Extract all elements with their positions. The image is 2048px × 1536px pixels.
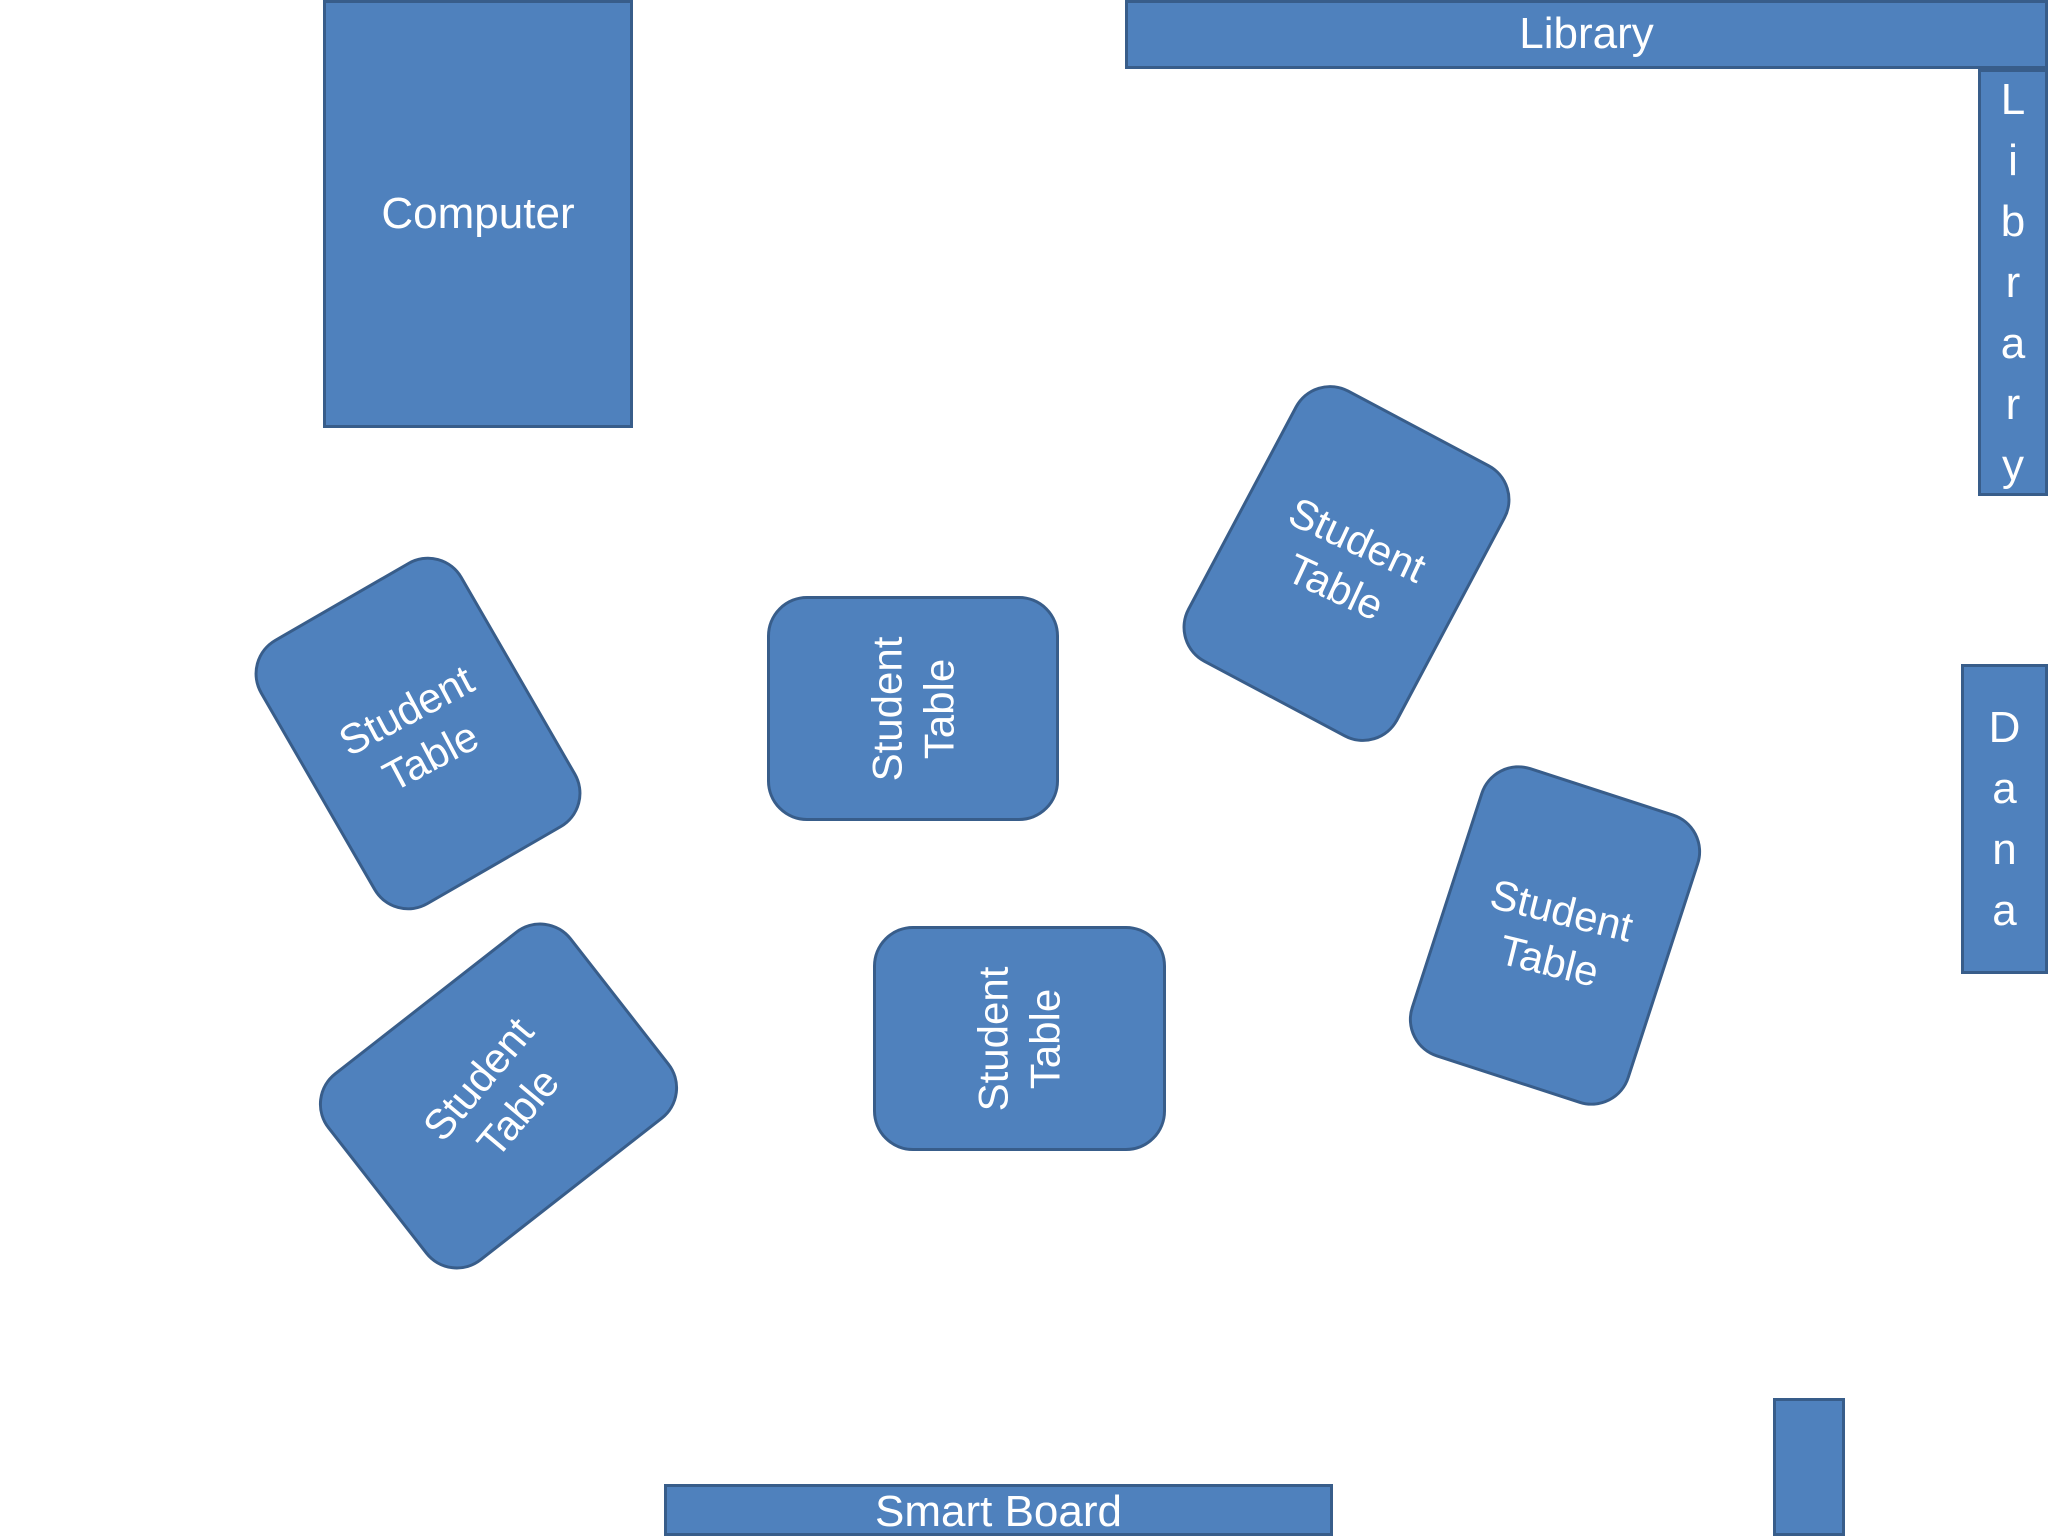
dana-letter: n: [1992, 825, 2017, 874]
library-side-letter: r: [2005, 258, 2021, 307]
library-top-shelf: Library: [1125, 0, 2048, 69]
library-side-letter: i: [2008, 136, 2018, 185]
student-table-label-line: Table: [914, 658, 962, 759]
computer-area: Computer: [323, 0, 633, 428]
smart-board: Smart Board: [664, 1484, 1333, 1536]
library-top-label: Library: [1519, 9, 1654, 59]
dana-letter: D: [1988, 703, 2021, 752]
student-table: Student Table: [1168, 370, 1525, 757]
student-table: Student Table: [1398, 754, 1712, 1117]
dana-area: D a n a: [1961, 664, 2048, 974]
dana-letter: a: [1992, 886, 2017, 935]
student-table-label-line: Student: [969, 966, 1017, 1111]
student-table-label: Student Table: [1472, 868, 1638, 1004]
library-side-letter: r: [2005, 380, 2021, 429]
library-side-letter: b: [2000, 197, 2026, 246]
library-side-letter: a: [2000, 319, 2026, 368]
side-block: [1773, 1398, 1845, 1536]
student-table-label-line: Table: [1021, 988, 1069, 1089]
student-table-label: Student Table: [861, 636, 965, 781]
library-side-letter: y: [2001, 441, 2024, 490]
library-side-shelf: L i b r a r y: [1978, 69, 2048, 496]
student-table: Student Table: [767, 596, 1059, 821]
smart-board-label: Smart Board: [875, 1487, 1122, 1536]
dana-letter: a: [1992, 764, 2017, 813]
student-table-label: Student Table: [412, 1007, 585, 1185]
library-side-letter: L: [2000, 75, 2026, 124]
student-table: Student Table: [239, 542, 597, 925]
dana-label: D a n a: [1989, 697, 2021, 941]
student-table: Student Table: [873, 926, 1166, 1151]
library-side-label: L i b r a r y: [2001, 69, 2025, 496]
student-table-label-line: Student: [862, 636, 910, 781]
student-table-label: Student Table: [1259, 486, 1434, 641]
student-table-label: Student Table: [330, 654, 507, 814]
student-table-label: Student Table: [967, 966, 1071, 1111]
student-table: Student Table: [302, 906, 695, 1286]
computer-label: Computer: [381, 188, 575, 238]
